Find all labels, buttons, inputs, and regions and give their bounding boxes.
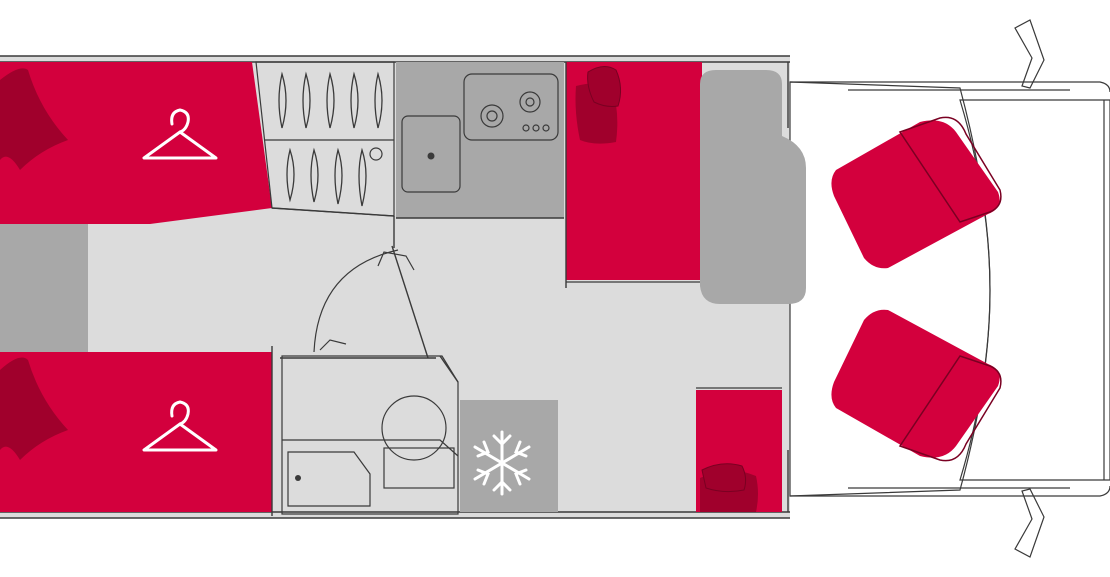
stove-hob bbox=[463, 73, 559, 141]
cab-seat-bottom bbox=[831, 309, 1002, 462]
bathroom-door bbox=[280, 245, 459, 383]
shower-tray bbox=[287, 451, 371, 507]
side-mirror-top bbox=[1014, 19, 1045, 89]
snowflake-icon bbox=[473, 430, 531, 496]
rear-bed-top bbox=[0, 62, 272, 224]
rear-bed-bottom bbox=[0, 346, 273, 516]
toilet bbox=[381, 395, 455, 489]
hanger-icon bbox=[142, 108, 218, 160]
middle-bed-bottom bbox=[696, 387, 789, 512]
hanger-icon bbox=[142, 400, 218, 452]
dinette-bench bbox=[700, 62, 806, 304]
bathroom bbox=[280, 245, 459, 515]
rear-storage bbox=[0, 224, 88, 352]
middle-bed-top bbox=[565, 62, 702, 288]
cab-seat-top bbox=[831, 116, 1002, 269]
kitchen-counter bbox=[396, 62, 564, 219]
fridge bbox=[460, 400, 558, 512]
wardrobe-slats bbox=[255, 61, 395, 217]
sink bbox=[401, 115, 461, 193]
side-mirror-bottom bbox=[1014, 488, 1045, 558]
